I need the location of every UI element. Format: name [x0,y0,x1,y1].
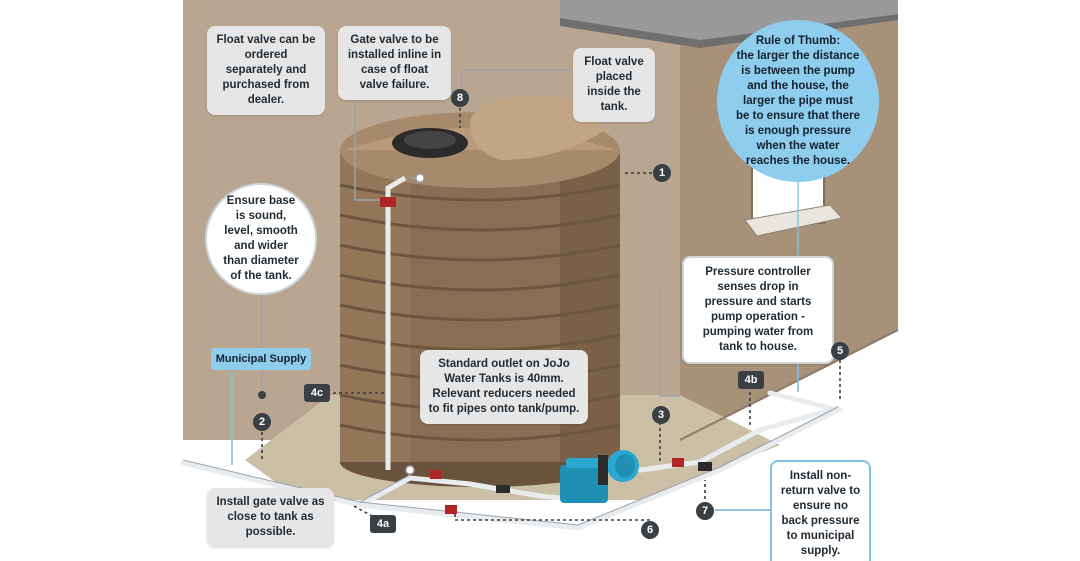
float-valve-inside-callout: Float valve placed inside the tank. [573,48,655,122]
rule-of-thumb-title: Rule of Thumb: [755,34,841,47]
gate-valve-inline-text: Gate valve to be installed inline in cas… [347,34,442,91]
inlet-pipe [385,175,407,470]
water-tank [339,95,621,487]
municipal-supply-label: Municipal Supply [211,348,311,370]
rule-of-thumb-callout: Rule of Thumb: the larger the distance i… [717,20,879,182]
gate-valve-close-callout: Install gate valve as close to tank as p… [207,488,334,547]
roof-edge [560,14,898,48]
inline-gate-valve [380,197,396,207]
rule-of-thumb-content: Rule of Thumb: the larger the distance i… [735,34,861,169]
base-callout: Ensure base is sound, level, smooth and … [205,183,317,295]
leader-dot-base [258,391,266,399]
marker-4c: 4c [304,384,330,402]
standard-outlet-callout: Standard outlet on JoJo Water Tanks is 4… [420,350,588,424]
gate-valve-supply [445,505,457,514]
leader-dot-float [415,173,425,183]
gate-valve-outlet [430,470,442,479]
gate-valve-close-text: Install gate valve as close to tank as p… [216,496,325,538]
non-return-text: Install non-return valve to ensure no ba… [780,470,861,557]
pump [560,450,639,503]
marker-5: 5 [831,342,849,360]
gate-valve-house [672,458,684,467]
gate-valve-inline-callout: Gate valve to be installed inline in cas… [338,26,451,100]
marker-4b: 4b [738,371,764,389]
wall-base-line [679,329,899,441]
leader-dot-outlet [405,465,415,475]
marker-8: 8 [451,89,469,107]
marker-6: 6 [641,521,659,539]
valve-outlet-black [496,485,510,493]
marker-3: 3 [652,406,670,424]
non-return-callout: Install non-return valve to ensure no ba… [770,460,871,561]
rule-of-thumb-body: the larger the distance is between the p… [736,49,860,167]
window-sill [744,204,843,237]
marker-7: 7 [696,502,714,520]
supply-pipe-outlines [182,406,839,526]
standard-outlet-text: Standard outlet on JoJo Water Tanks is 4… [428,358,580,415]
non-return-valve [698,462,712,471]
float-valve-order-callout: Float valve can be ordered separately an… [207,26,325,115]
float-valve-order-text: Float valve can be ordered separately an… [216,34,316,106]
marker-2: 2 [253,413,271,431]
marker-1: 1 [653,164,671,182]
marker-4a: 4a [370,515,396,533]
pressure-controller-text: Pressure controller senses drop in press… [702,266,814,353]
house-roof-eave [560,0,898,40]
tank-dome [470,95,605,160]
base-text: Ensure base is sound, level, smooth and … [223,195,299,282]
float-valve-inside-text: Float valve placed inside the tank. [584,56,644,113]
pressure-controller-callout: Pressure controller senses drop in press… [682,256,834,364]
